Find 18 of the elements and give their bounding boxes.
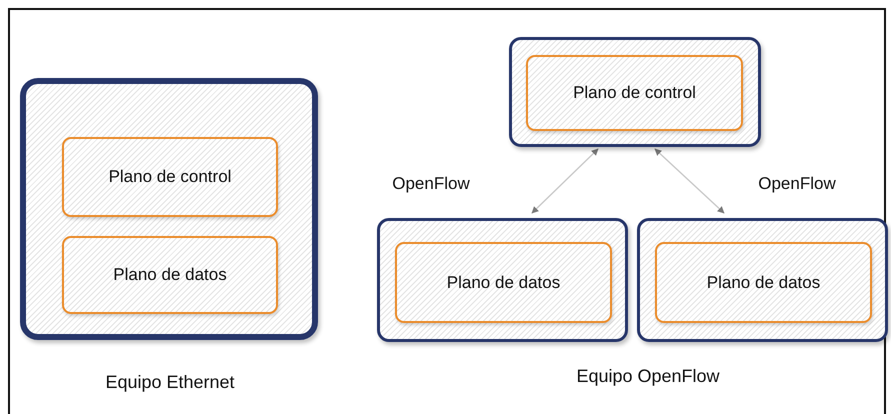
- double-arrow: [532, 148, 598, 214]
- device-box: [20, 78, 318, 340]
- node-label: Plano de datos: [113, 265, 227, 285]
- caption: Equipo Ethernet: [105, 372, 235, 393]
- node-label: Plano de datos: [706, 272, 820, 292]
- node-label: Plano de control: [573, 83, 696, 103]
- device-box: [637, 218, 888, 342]
- double-arrow: [654, 148, 725, 214]
- node-label: Plano de datos: [446, 272, 560, 292]
- plane-box: [526, 55, 743, 131]
- caption: Equipo OpenFlow: [576, 366, 720, 387]
- node-label: Plano de control: [108, 167, 232, 187]
- plane-box: [655, 242, 872, 323]
- device-box: [509, 37, 761, 147]
- plane-box: [62, 236, 278, 314]
- device-box: [377, 218, 628, 342]
- plane-box: [62, 137, 278, 217]
- plane-box: [395, 242, 612, 323]
